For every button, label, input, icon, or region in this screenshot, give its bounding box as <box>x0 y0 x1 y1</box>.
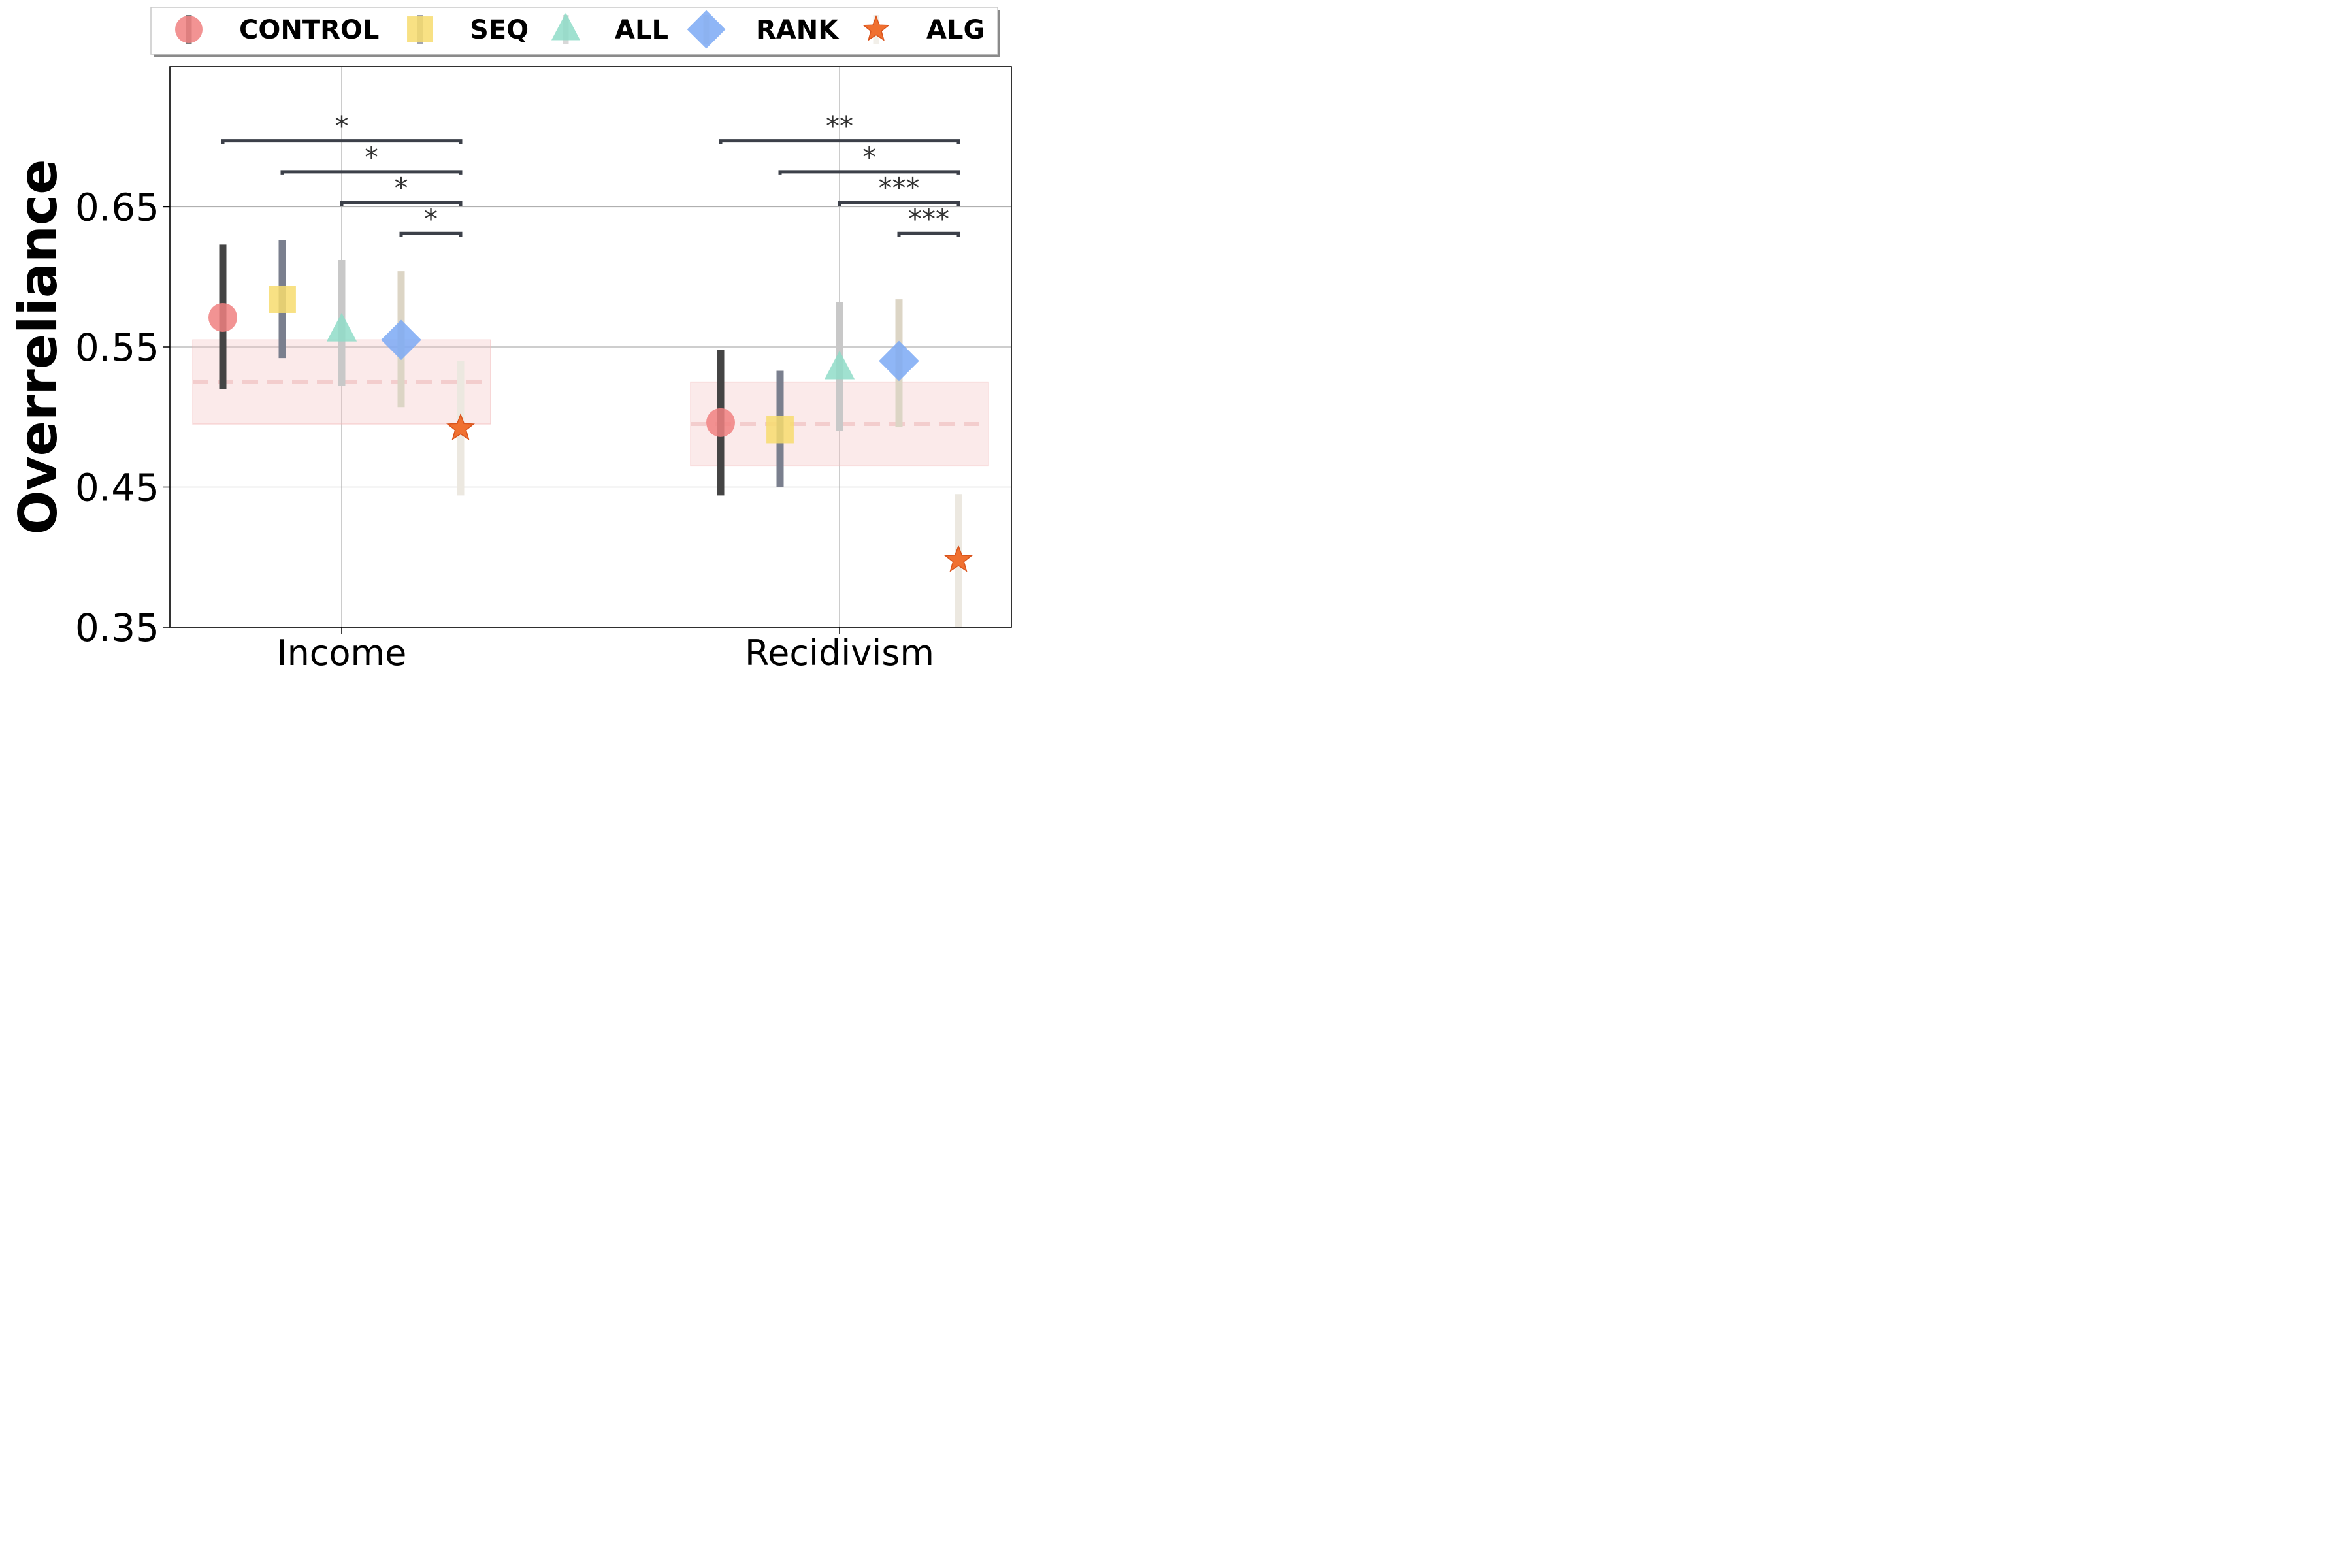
control-bands <box>192 339 989 467</box>
sig-bracket-recidivism <box>719 139 960 144</box>
point-all-income <box>326 312 357 342</box>
sig-label-income: * <box>365 141 378 173</box>
y-axis-label: Overreliance <box>8 159 69 534</box>
y-tick-label: 0.45 <box>75 466 159 510</box>
sig-label-income: * <box>424 203 438 235</box>
sig-label-recidivism: ** <box>826 110 853 142</box>
legend-label-alg: ALG <box>926 15 985 45</box>
x-tick-label-income: Income <box>277 632 407 674</box>
y-tick-label: 0.35 <box>75 606 159 650</box>
point-rank-income <box>381 319 421 361</box>
y-tick-label: 0.65 <box>75 186 159 230</box>
sig-label-recidivism: * <box>862 141 876 173</box>
legend: CONTROL SEQ ALL RANK ALG <box>150 7 1000 57</box>
markers <box>208 286 973 572</box>
point-control-recidivism <box>706 408 735 437</box>
legend-marker-rank <box>687 10 726 49</box>
legend-marker-seq <box>407 16 433 42</box>
point-seq-income <box>269 286 296 313</box>
legend-marker-all <box>551 12 581 41</box>
sig-label-income: * <box>395 172 408 204</box>
y-ticks: 0.35 0.45 0.55 0.65 <box>75 186 170 650</box>
sig-bracket-income <box>399 231 463 237</box>
y-tick-label: 0.55 <box>75 325 159 370</box>
point-seq-recidivism <box>766 416 794 444</box>
legend-label-all: ALL <box>615 15 668 45</box>
sig-bracket-recidivism <box>897 231 960 237</box>
point-control-income <box>208 302 237 332</box>
legend-label-seq: SEQ <box>470 15 529 45</box>
point-alg-recidivism <box>944 544 973 572</box>
legend-label-control: CONTROL <box>239 15 379 45</box>
legend-marker-alg <box>862 14 890 41</box>
legend-marker-control <box>175 16 203 43</box>
point-alg-income <box>446 413 475 441</box>
sig-bracket-recidivism <box>778 170 960 175</box>
x-ticks: Income Recidivism <box>277 627 934 674</box>
point-rank-recidivism <box>879 340 919 382</box>
sig-label-recidivism: *** <box>908 203 949 235</box>
sig-bracket-income <box>280 170 463 175</box>
sig-label-recidivism: *** <box>879 172 920 204</box>
x-tick-label-recidivism: Recidivism <box>745 632 934 674</box>
sig-bracket-income <box>221 139 463 144</box>
sig-bracket-recidivism <box>838 201 960 206</box>
point-all-recidivism <box>824 350 855 380</box>
legend-label-rank: RANK <box>756 15 840 45</box>
significance-brackets: ************* <box>221 110 960 237</box>
sig-bracket-income <box>340 201 463 206</box>
sig-label-income: * <box>335 110 349 142</box>
